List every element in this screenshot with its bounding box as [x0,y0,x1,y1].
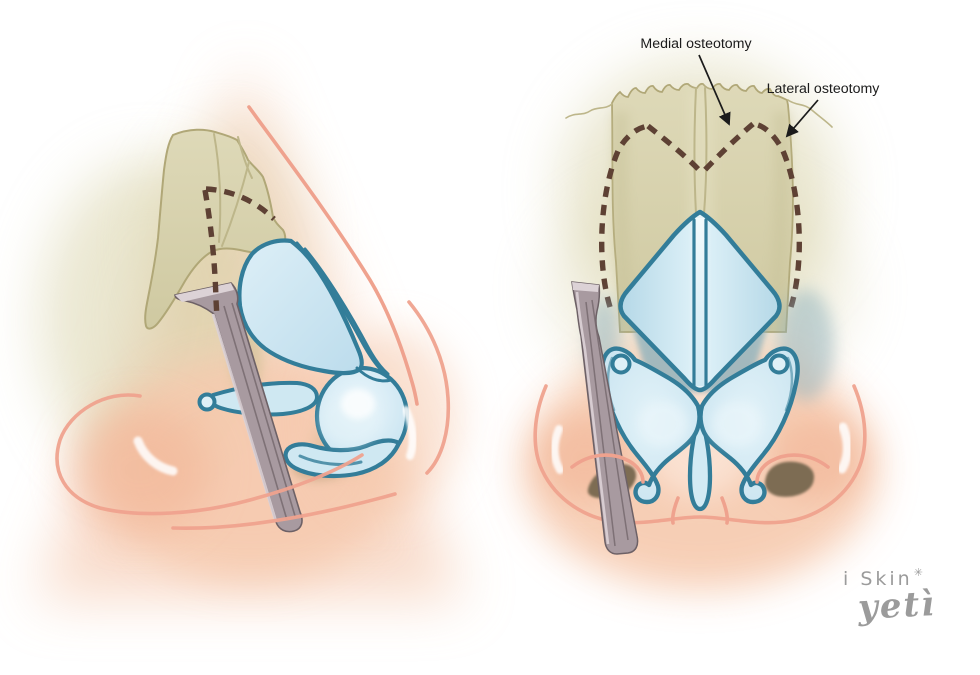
suture-squiggle-left [565,103,613,119]
osteotome-bevel-highlight [175,283,234,302]
nose-base-outline [533,384,867,525]
osteotomy-dash-arc [205,186,276,221]
medial-osteotomy-dash-left [646,123,704,175]
right-dome-highlight [712,401,762,447]
frontal-cartilages [588,209,834,512]
osteotome-edge-highlight [575,291,610,545]
left-dome-highlight [638,401,688,447]
side-view-alar-lines [55,300,451,530]
columella-side-line-right [720,496,730,525]
frontal-alar-rim-lines [550,422,852,525]
osteotome-groove-line [591,299,629,541]
right-ala-highlight-crescent [837,422,852,474]
caudal-curl-cartilage [283,438,402,479]
far-ala-highlight-crescent [402,406,417,460]
annotations: Medial osteotomy Lateral osteotomy [640,36,881,138]
lateral-osteotomy-arrow [785,99,819,138]
bone-ridge-line [237,136,253,179]
bone-groove-left [693,87,697,215]
far-ala-curve [407,300,451,475]
bone-inner-line [213,133,222,243]
medial-osteotomy-label: Medial osteotomy [640,36,752,52]
scroll-junction-line [355,366,393,383]
septum-strip [695,218,705,386]
medial-osteotomy-dash-right [700,121,755,175]
right-wing-knob [768,353,790,375]
side-view-osteotome-instrument [174,282,303,533]
watermark-star-icon: ✳ [913,566,923,579]
frontal-osteotomy-dashed-paths [599,121,802,308]
osteotome-groove-line-2 [585,301,616,547]
osteotome-groove-line [231,302,296,517]
right-wing-fold-line [784,356,794,412]
frontal-osteotome-instrument [571,281,639,555]
ala-highlight-crescent [133,436,178,476]
watermark-brand: i Skin✳ [843,566,923,590]
medial-osteotomy-arrow [698,54,731,126]
sesamoid-knob [197,392,217,412]
medial-crus-line [298,454,363,466]
osteotome-groove-line-2 [223,305,288,521]
left-wing-knob [610,353,632,375]
osteotome-edge-highlight [211,313,278,523]
right-alar-rim-curve [755,453,830,484]
ala-blush [70,408,210,532]
side-view-osteotomy-dashed-path [202,186,276,319]
alar-rim-curve [55,393,364,516]
watermark-signature: yetì [857,583,938,629]
dome-highlight [341,389,375,419]
osteotome-bevel-highlight [572,282,599,292]
osteotome-shaft [571,281,639,555]
left-ala-highlight-crescent [550,425,564,474]
dorsal-septum-line [295,241,385,374]
lateral-osteotomy-label: Lateral osteotomy [767,81,881,97]
bone-left-shade [612,112,635,322]
nostril-sill-curve [171,492,397,530]
suture-squiggle-right [787,99,833,128]
left-alar-rim-curve [570,453,645,484]
watermark-brand-text: i Skin [843,568,913,590]
osteotomy-dash-vertical [202,189,220,319]
bone-inner-line-2 [221,161,250,247]
dorsal-septum-line-2 [303,247,390,376]
side-view-illustration [35,62,465,600]
right-nostril [765,461,815,497]
bone-right-shade [767,112,790,322]
frontal-view-illustration [522,60,878,590]
columella-side-line-left [670,496,680,525]
side-view-cartilages [197,238,410,480]
bone-groove-right [703,87,708,215]
dorsum-profile-line [247,105,419,406]
